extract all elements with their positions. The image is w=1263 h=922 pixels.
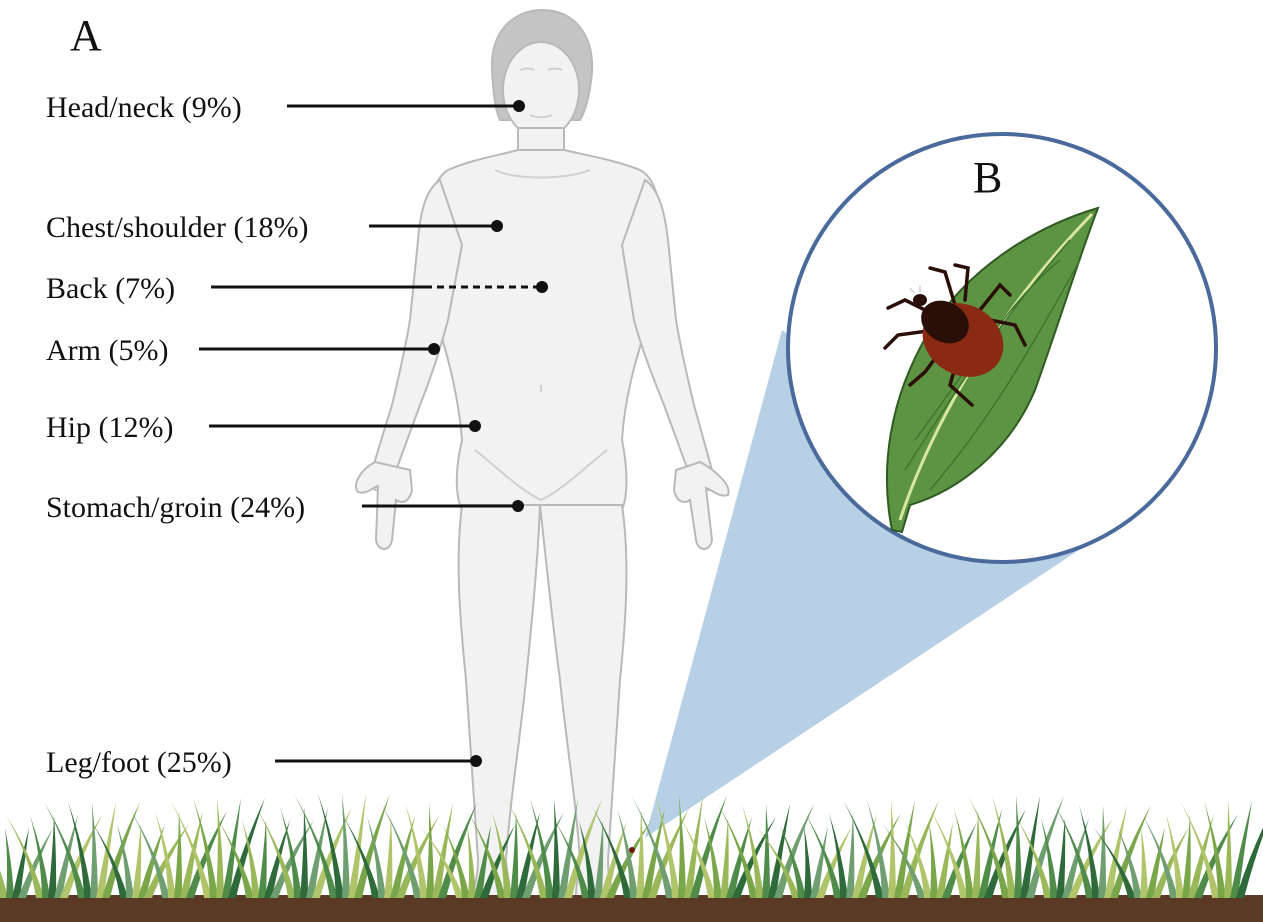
grass-blade <box>972 809 980 898</box>
grass-blade <box>929 822 938 898</box>
ground <box>0 794 1263 922</box>
grass-blade <box>300 807 308 898</box>
label-arm: Arm (5%) <box>46 334 168 367</box>
grass-blade <box>132 824 141 898</box>
grass-blade <box>846 813 854 898</box>
grass-blade <box>90 802 98 898</box>
grass-blade <box>1056 818 1065 898</box>
marker-hip <box>469 420 481 432</box>
marker-stomach-groin <box>512 500 524 512</box>
marker-leg-foot <box>470 755 482 767</box>
marker-arm <box>428 343 440 355</box>
grass-blade <box>1182 814 1191 898</box>
tick-on-ground <box>629 847 635 853</box>
label-hip: Hip (12%) <box>46 411 173 444</box>
grass-blade <box>888 800 896 898</box>
grass-blade <box>216 798 224 898</box>
label-stomach-groin: Stomach/groin (24%) <box>46 491 305 524</box>
label-head-neck: Head/neck (9%) <box>46 91 242 124</box>
panel-label-a: A <box>70 11 102 60</box>
grass-blade <box>552 799 560 898</box>
marker-head-neck <box>513 100 525 112</box>
grass-blade <box>258 820 267 898</box>
panel-label-b: B <box>973 153 1002 202</box>
grass-blade <box>5 828 14 898</box>
grass-blade <box>762 804 770 898</box>
grass-blade <box>804 826 812 898</box>
grass <box>0 794 1263 898</box>
grass-blade <box>432 803 453 898</box>
grass-blade <box>1014 796 1022 898</box>
grass-blade <box>1098 805 1106 898</box>
marker-chest-shoulder <box>491 220 503 232</box>
grass-blade <box>48 815 56 898</box>
label-chest-shoulder: Chest/shoulder (18%) <box>46 211 308 244</box>
grass-blade <box>894 800 915 898</box>
grass-blade <box>1140 827 1148 898</box>
grass-blade <box>510 812 518 898</box>
grass-blade <box>174 811 182 898</box>
marker-back <box>536 281 548 293</box>
grass-blade <box>384 816 392 898</box>
magnified-view: B <box>788 134 1216 562</box>
label-back: Back (7%) <box>46 272 175 305</box>
grass-blade <box>342 794 350 898</box>
grass-blade <box>1224 801 1232 898</box>
grass-blade <box>467 825 476 898</box>
grass-blade <box>636 808 644 898</box>
body-site-labels: Head/neck (9%) Chest/shoulder (18%) Back… <box>46 91 308 779</box>
grass-blade <box>426 803 434 898</box>
grass-blade <box>720 817 729 898</box>
soil <box>0 895 1263 922</box>
label-leg-foot: Leg/foot (25%) <box>46 746 232 779</box>
